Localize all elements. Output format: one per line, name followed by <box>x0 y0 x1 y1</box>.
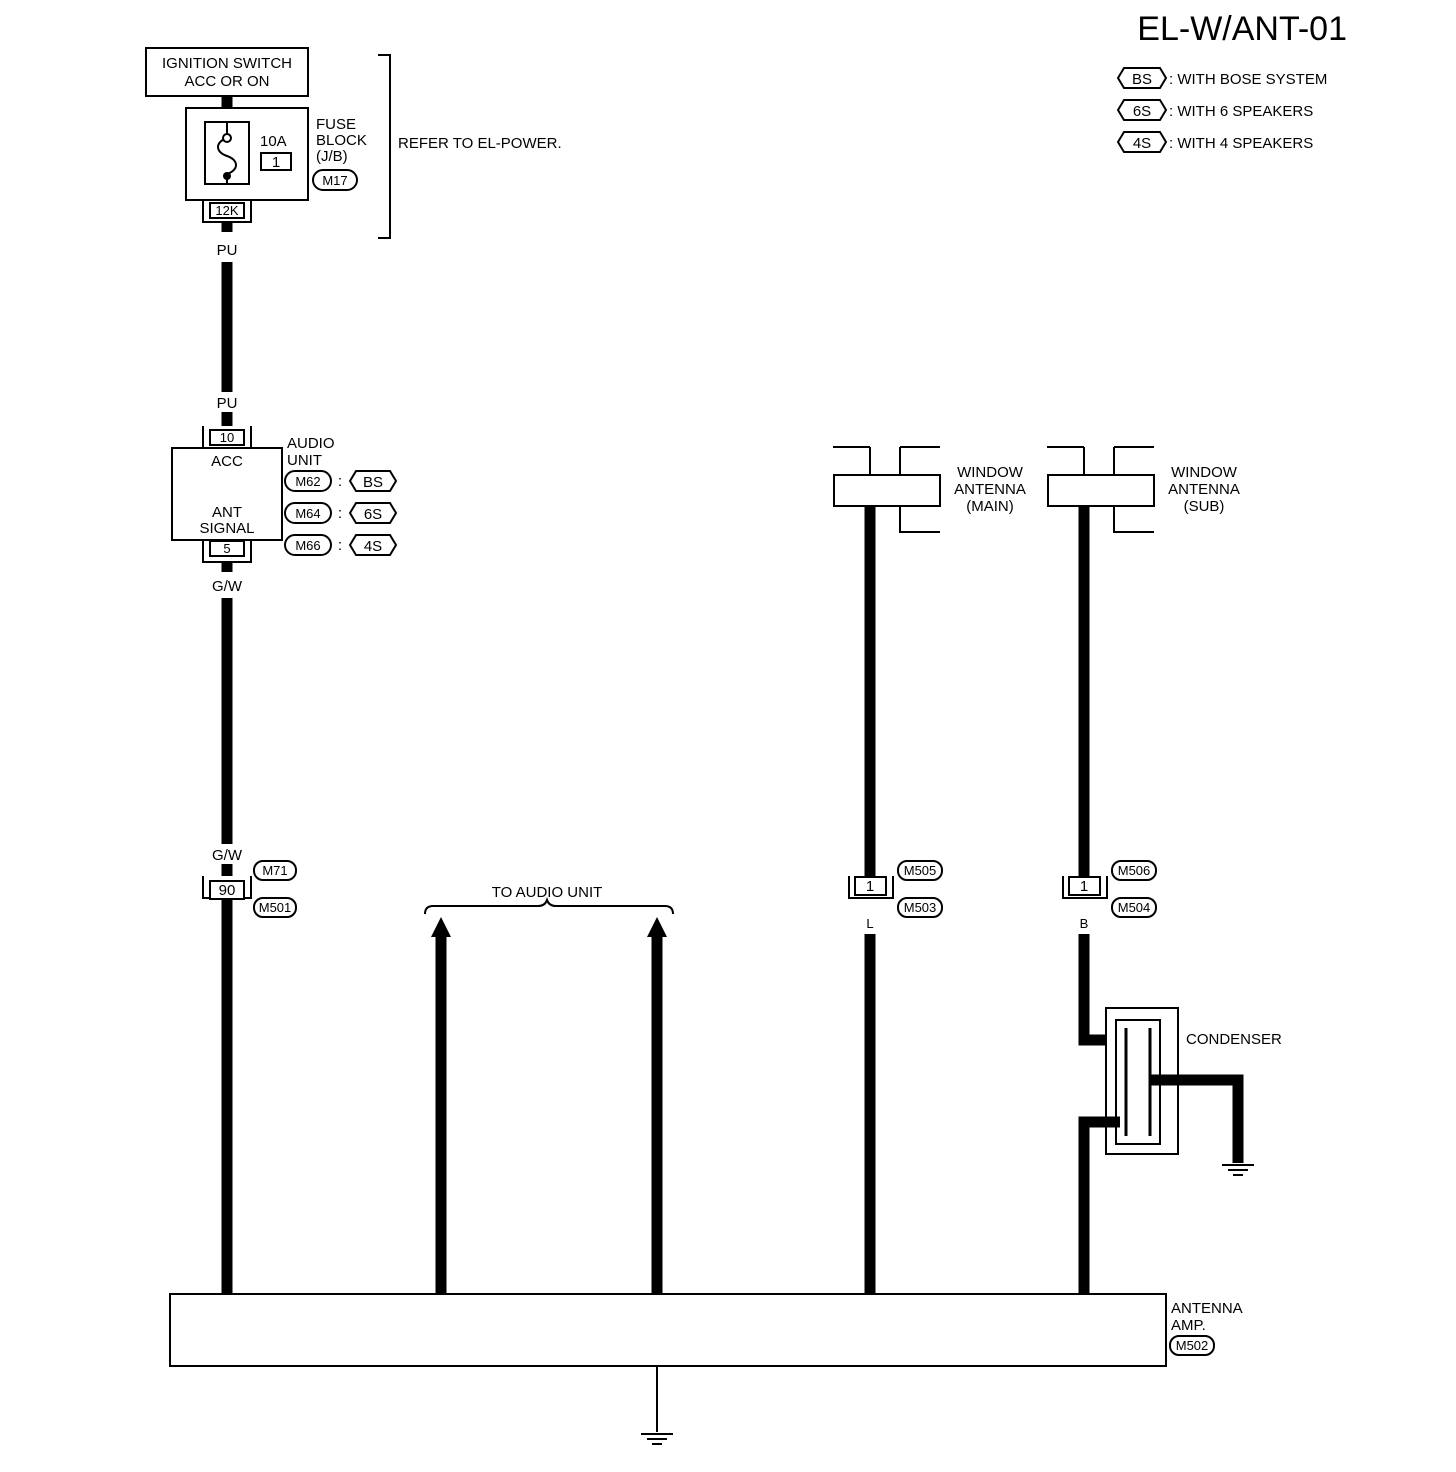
svg-text:M62: M62 <box>295 474 320 489</box>
wire-color-pu-top: PU <box>217 242 238 259</box>
antenna-sub-connector: 1 M506 M504 <box>1062 860 1157 918</box>
audio-pin-ant: 5 <box>223 541 230 556</box>
amp-connector-badge: M502 <box>1169 1335 1215 1356</box>
antenna-amp <box>169 1293 1167 1367</box>
arrow-up-icon <box>647 917 667 1294</box>
arrow-up-icon <box>431 917 451 1294</box>
antenna-main-connector: 1 M505 M503 <box>848 860 943 918</box>
window-antenna-sub: WINDOW ANTENNA (SUB) <box>1047 446 1240 533</box>
svg-text:ANTENNA: ANTENNA <box>1168 481 1240 498</box>
svg-text:1: 1 <box>866 878 874 895</box>
svg-text:1: 1 <box>1080 878 1088 895</box>
amp-label2: AMP. <box>1171 1317 1206 1334</box>
wire-color-l: L <box>866 916 873 931</box>
audio-unit: 10 ACC ANT SIGNAL 5 <box>171 426 283 563</box>
audio-pin-acc: 10 <box>220 430 234 445</box>
joint-pin: 90 <box>219 882 236 899</box>
ground-icon <box>641 1433 673 1445</box>
audio-variant-4s: M66 : 4S <box>284 534 398 556</box>
fuse-rating: 10A <box>260 133 287 150</box>
svg-text:WINDOW: WINDOW <box>1171 464 1238 481</box>
legend-code: BS <box>1132 71 1152 88</box>
svg-text:(MAIN): (MAIN) <box>966 498 1014 515</box>
svg-text:(SUB): (SUB) <box>1184 498 1225 515</box>
svg-text:6S: 6S <box>364 506 382 523</box>
legend-4-speakers: 4S : WITH 4 SPEAKERS <box>1116 131 1313 153</box>
svg-text::: : <box>338 537 342 554</box>
refer-text: REFER TO EL-POWER. <box>398 135 562 152</box>
fuse-label3: (J/B) <box>316 148 348 165</box>
svg-text:4S: 4S <box>364 538 382 555</box>
svg-text:M66: M66 <box>295 538 320 553</box>
svg-text:M64: M64 <box>295 506 320 521</box>
svg-text:M501: M501 <box>259 900 292 915</box>
svg-text:M505: M505 <box>904 863 937 878</box>
audio-variant-bose: M62 : BS <box>284 470 398 492</box>
ignition-line2: ACC OR ON <box>184 73 269 90</box>
diagram-title: EL-W/ANT-01 <box>1137 10 1347 48</box>
fuse-label2: BLOCK <box>316 132 367 149</box>
ground-icon <box>1222 1164 1254 1176</box>
svg-text:WINDOW: WINDOW <box>957 464 1024 481</box>
legend-bose: BS : WITH BOSE SYSTEM <box>1116 67 1327 89</box>
fuse-block: 10A 1 12K <box>185 107 309 223</box>
svg-text:M506: M506 <box>1118 863 1151 878</box>
ignition-switch: IGNITION SWITCH ACC OR ON <box>145 47 309 97</box>
to-audio-unit-label: TO AUDIO UNIT <box>492 884 603 901</box>
fuse-label1: FUSE <box>316 116 356 133</box>
audio-signal-label: SIGNAL <box>199 520 254 537</box>
to-audio-brace <box>424 896 674 915</box>
wire-condenser-ground <box>1150 1074 1244 1163</box>
legend-text: : WITH 4 SPEAKERS <box>1169 135 1313 152</box>
joint-connector: 90 M71 M501 <box>202 860 297 918</box>
fuse-terminal: 12K <box>215 203 238 218</box>
legend-6-speakers: 6S : WITH 6 SPEAKERS <box>1116 99 1313 121</box>
audio-label1: AUDIO <box>287 435 335 452</box>
legend-text: : WITH BOSE SYSTEM <box>1169 71 1327 88</box>
audio-ant-label: ANT <box>212 504 242 521</box>
svg-text::: : <box>338 505 342 522</box>
ignition-line1: IGNITION SWITCH <box>162 55 292 72</box>
wire-color-pu-bottom: PU <box>217 395 238 412</box>
svg-text:M503: M503 <box>904 900 937 915</box>
legend-code: 4S <box>1133 135 1151 152</box>
amp-label1: ANTENNA <box>1171 1300 1243 1317</box>
refer-bracket <box>378 54 391 239</box>
audio-variant-6s: M64 : 6S <box>284 502 398 524</box>
svg-text:BS: BS <box>363 474 383 491</box>
audio-label2: UNIT <box>287 452 322 469</box>
svg-text:M17: M17 <box>322 173 347 188</box>
svg-text:M71: M71 <box>262 863 287 878</box>
fuse-symbol-icon <box>217 137 237 175</box>
svg-text:M502: M502 <box>1176 1338 1209 1353</box>
audio-acc-label: ACC <box>211 453 243 470</box>
legend-code: 6S <box>1133 103 1151 120</box>
svg-text::: : <box>338 473 342 490</box>
fuse-number: 1 <box>272 154 280 171</box>
wire-color-b: B <box>1080 916 1089 931</box>
wire-color-gw-bottom: G/W <box>212 847 243 864</box>
fuse-connector-badge: M17 <box>312 169 358 191</box>
svg-text:M504: M504 <box>1118 900 1151 915</box>
legend-text: : WITH 6 SPEAKERS <box>1169 103 1313 120</box>
wire-condenser-amp <box>1078 1116 1120 1294</box>
window-antenna-main: WINDOW ANTENNA (MAIN) <box>833 446 1026 533</box>
svg-text:ANTENNA: ANTENNA <box>954 481 1026 498</box>
condenser-label: CONDENSER <box>1186 1031 1282 1048</box>
wire-color-gw-top: G/W <box>212 578 243 595</box>
